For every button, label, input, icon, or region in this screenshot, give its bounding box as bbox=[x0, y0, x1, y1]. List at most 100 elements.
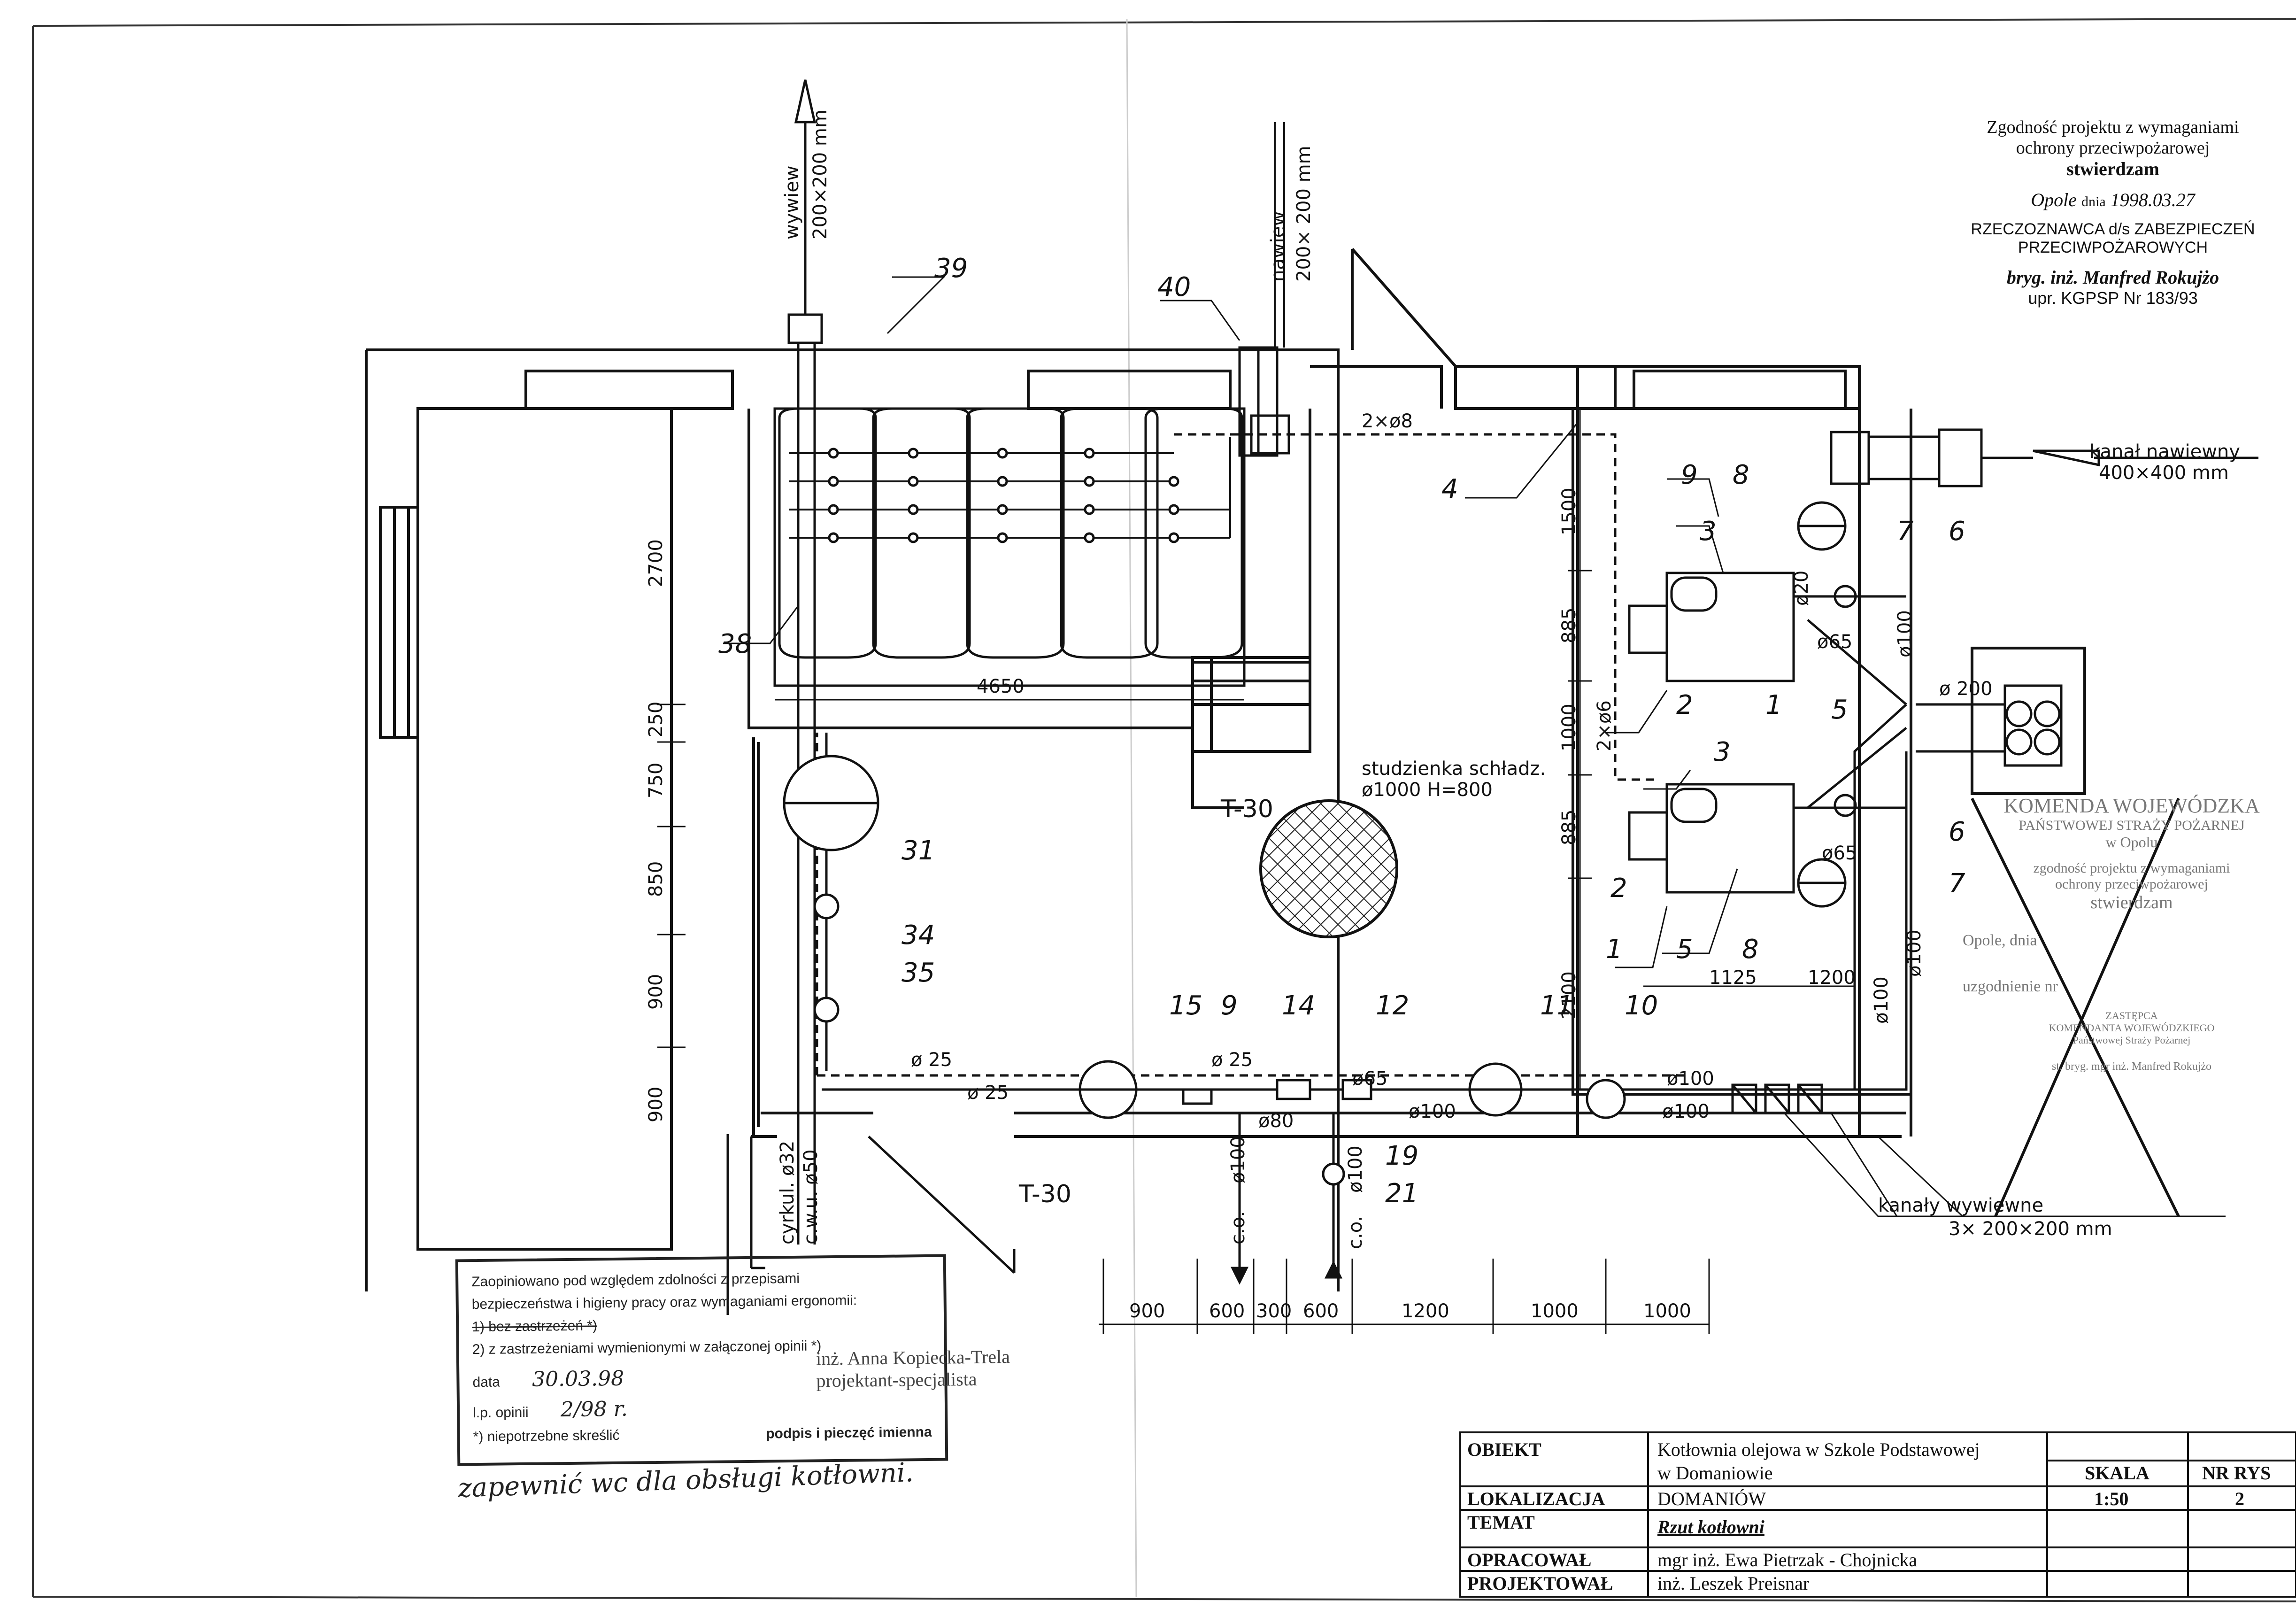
phi100-d: ø100 bbox=[1667, 1068, 1714, 1090]
tb-proj-label: PROJEKTOWAŁ bbox=[1467, 1573, 1613, 1594]
wywiew-size: 200×200 mm bbox=[809, 109, 831, 240]
dim-b600b: 600 bbox=[1303, 1300, 1339, 1322]
phi65-c: ø65 bbox=[1352, 1068, 1387, 1090]
phi100-co-left: ø100 bbox=[1227, 1136, 1249, 1183]
phi100-b: ø100 bbox=[1903, 929, 1925, 977]
label-7: 7 bbox=[1897, 516, 1914, 547]
kanal-nawiewny-label: kanał nawiewny bbox=[2089, 441, 2240, 463]
phi100-e: ø100 bbox=[1662, 1101, 1710, 1122]
dim-b1000b: 1000 bbox=[1643, 1300, 1691, 1322]
dimension-lines bbox=[657, 409, 2226, 1334]
approval-date: 1998.03.27 bbox=[2110, 189, 2195, 211]
tb-temat-value: Rzut kotłowni bbox=[1657, 1516, 1764, 1538]
label-5b: 5 bbox=[1676, 934, 1693, 965]
dim-b600a: 600 bbox=[1209, 1300, 1245, 1322]
two-phi6-label: 2×ø6 bbox=[1594, 700, 1615, 751]
dim-750: 750 bbox=[645, 763, 667, 798]
komenda-l10: KOMENDANTA WOJEWÓDZKIEGO bbox=[2049, 1022, 2215, 1034]
dim-900a: 900 bbox=[645, 974, 667, 1010]
phi65-a: ø65 bbox=[1817, 631, 1852, 653]
label-4: 4 bbox=[1441, 474, 1458, 504]
label-12: 12 bbox=[1376, 990, 1409, 1021]
approval-name: bryg. inż. Manfred Rokujżo bbox=[2006, 266, 2219, 288]
dim-b900: 900 bbox=[1129, 1300, 1165, 1322]
cyrkul-label: cyrkul. ø32 bbox=[777, 1141, 798, 1245]
phi100-c: ø100 bbox=[1871, 976, 1892, 1024]
label-9b: 9 bbox=[1221, 990, 1238, 1021]
cooling-pit bbox=[1259, 799, 1398, 938]
tb-temat-label: TEMAT bbox=[1467, 1512, 1535, 1533]
label-34: 34 bbox=[901, 920, 935, 951]
komenda-stamp: KOMENDA WOJEWÓDZKA PAŃSTWOWEJ STRAŻY POŻ… bbox=[1963, 794, 2296, 1073]
dim-b1200: 1200 bbox=[1402, 1300, 1449, 1322]
komenda-l12: st. bryg. mgr inż. Manfred Rokujżo bbox=[2052, 1060, 2211, 1073]
tb-lok-value: DOMANIÓW bbox=[1657, 1488, 1766, 1509]
komenda-l6: stwierdzam bbox=[2090, 893, 2173, 912]
label-21: 21 bbox=[1385, 1178, 1418, 1209]
co-left: c.o. bbox=[1227, 1211, 1249, 1245]
label-39: 39 bbox=[934, 253, 968, 284]
label-31: 31 bbox=[901, 835, 935, 866]
komenda-l11: Państwowej Straży Pożarnej bbox=[2073, 1034, 2191, 1046]
nawiew-label: nawiew bbox=[1267, 211, 1289, 282]
tb-nr-value: 2 bbox=[2235, 1488, 2244, 1509]
tb-obiekt-label: OBIEKT bbox=[1467, 1439, 1541, 1460]
label-5: 5 bbox=[1831, 695, 1848, 725]
tb-proj-value: inż. Leszek Preisnar bbox=[1657, 1573, 1809, 1594]
kanaly-wywiewne-label: kanały wywiewne bbox=[1878, 1195, 2043, 1216]
phi20-label: ø20 bbox=[1791, 571, 1812, 606]
phi25-c: ø 25 bbox=[967, 1082, 1009, 1104]
stamp-seal1: inż. Anna Kopiecka-Trela bbox=[816, 1346, 1010, 1369]
stamp-op-label: l.p. opinii bbox=[472, 1404, 529, 1421]
komenda-l7: Opole, dnia bbox=[1963, 932, 2037, 949]
building-walls bbox=[365, 248, 2086, 1291]
pumps-and-vessels bbox=[783, 755, 1626, 1186]
komenda-l8: uzgodnienie nr bbox=[1963, 978, 2058, 995]
dim-1200: 1200 bbox=[1808, 967, 1856, 989]
label-2: 2 bbox=[1676, 690, 1693, 720]
dim-4650: 4650 bbox=[977, 676, 1025, 697]
label-35: 35 bbox=[901, 958, 935, 988]
studzienka-size: ø1000 H=800 bbox=[1362, 779, 1493, 801]
label-10: 10 bbox=[1625, 990, 1658, 1021]
dim-2700: 2700 bbox=[645, 539, 667, 587]
komenda-l1: KOMENDA WOJEWÓDZKA bbox=[2003, 794, 2260, 817]
nawiew-size: 200× 200 mm bbox=[1293, 146, 1315, 282]
phi25-b: ø 25 bbox=[1211, 1049, 1253, 1071]
dim-1125: 1125 bbox=[1709, 967, 1757, 989]
approval-licence: upr. KGPSP Nr 183/93 bbox=[2028, 288, 2198, 308]
kanaly-wywiewne-size: 3× 200×200 mm bbox=[1949, 1218, 2112, 1240]
dim-885a: 885 bbox=[1558, 608, 1580, 643]
label-15: 15 bbox=[1169, 990, 1202, 1021]
label-1: 1 bbox=[1765, 690, 1782, 720]
sheet-frame bbox=[32, 18, 2296, 1602]
label-38: 38 bbox=[718, 629, 752, 659]
approval-place: Opole bbox=[2031, 189, 2077, 211]
tb-opr-value: mgr inż. Ewa Pietrzak - Chojnicka bbox=[1657, 1549, 1917, 1570]
approval-line2: ochrony przeciwpożarowej bbox=[2016, 138, 2210, 158]
stamp-sign: podpis i pieczęć imienna bbox=[766, 1424, 932, 1442]
dim-1500: 1500 bbox=[1558, 487, 1580, 535]
stamp-l2: bezpieczeństwa i higieny pracy oraz wyma… bbox=[471, 1292, 857, 1313]
label-6b: 6 bbox=[1949, 817, 1965, 847]
phi65-b: ø65 bbox=[1822, 843, 1857, 864]
label-14: 14 bbox=[1282, 990, 1315, 1021]
stamp-l7: *) niepotrzebne skreślić bbox=[473, 1427, 620, 1445]
stamp-seal2: projektant-specjalista bbox=[816, 1368, 977, 1392]
label-7b: 7 bbox=[1949, 868, 1965, 899]
dim-900b: 900 bbox=[645, 1087, 667, 1122]
stamp-op-value: 2/98 r. bbox=[560, 1397, 628, 1422]
fire-protection-approval: Zgodność projektu z wymaganiami ochrony … bbox=[1934, 117, 2291, 308]
approval-office2: PRZECIWPOŻAROWYCH bbox=[2018, 239, 2208, 257]
tb-lok-label: LOKALIZACJA bbox=[1467, 1488, 1605, 1509]
label-19: 19 bbox=[1385, 1141, 1418, 1171]
dim-2100: 2100 bbox=[1558, 971, 1580, 1019]
label-1b: 1 bbox=[1606, 934, 1623, 965]
komenda-l5: ochrony przeciwpożarowej bbox=[2055, 876, 2208, 892]
phi25-a: ø 25 bbox=[911, 1049, 952, 1071]
phi80-label: ø80 bbox=[1258, 1110, 1294, 1132]
label-9: 9 bbox=[1681, 460, 1698, 490]
lower-outline bbox=[726, 1134, 1016, 1315]
approval-line3: stwierdzam bbox=[2066, 158, 2159, 180]
